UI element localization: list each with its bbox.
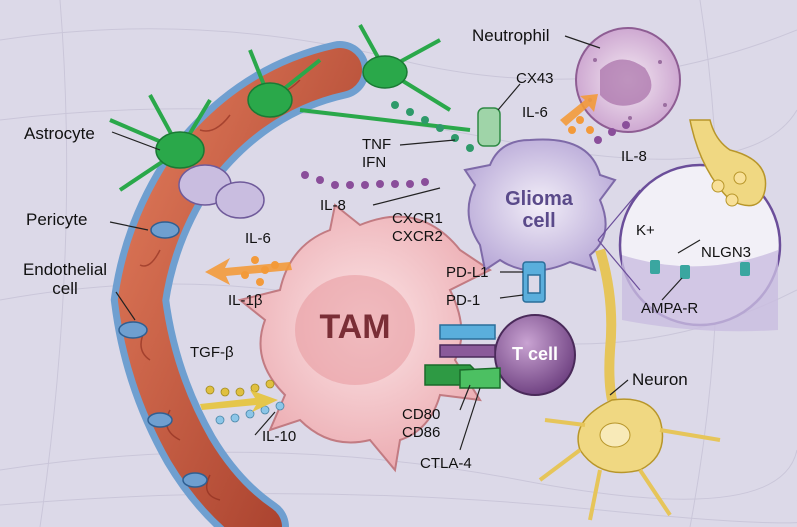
astrocyte-label: Astrocyte	[24, 124, 95, 143]
il1b-label: IL-1β	[228, 292, 263, 309]
tam-tcell-receptors	[424, 324, 501, 389]
il6-il1b-arrow	[205, 258, 292, 285]
endothelial-label-line1: Endothelial	[22, 260, 108, 279]
label-leader-lines	[109, 35, 701, 451]
pdl1-label: PD-L1	[446, 264, 489, 281]
ampa-r-label: AMPA-R	[641, 300, 699, 317]
neuron-cell	[538, 248, 721, 521]
cxcr2-label: CXCR2	[392, 228, 443, 245]
il10-label: IL-10	[262, 428, 297, 445]
cxcr1-label: CXCR1	[392, 210, 443, 227]
glioma-label-line1: Glioma	[505, 188, 573, 210]
tam-label: TAM	[319, 308, 391, 346]
cd86-label: CD86	[402, 424, 441, 441]
neutrophil-cell	[575, 27, 681, 133]
cx43-channel	[477, 107, 501, 147]
cd80-label: CD80	[402, 406, 441, 423]
tnf-label: TNF	[362, 136, 392, 153]
inset-guide-lines	[597, 189, 641, 291]
cx43-label: CX43	[516, 70, 554, 87]
tgfb-il10-arrow	[200, 390, 278, 412]
synapse-inset	[618, 119, 782, 332]
nlgn3-label: NLGN3	[701, 244, 752, 261]
il8-left-label: IL-8	[320, 197, 346, 214]
neutrophil-label: Neutrophil	[472, 26, 550, 45]
tam-cell	[237, 203, 492, 473]
il6-tam-label: IL-6	[245, 230, 271, 247]
il6-neutrophil-arrow	[560, 94, 598, 126]
endothelial-cell-label: Endothelial cell	[10, 260, 120, 298]
k-plus-label: K+	[636, 222, 655, 239]
endothelial-label-line2: cell	[52, 279, 78, 298]
glioma-label-line2: cell	[522, 210, 556, 232]
il8-neutrophil-label: IL-8	[621, 148, 647, 165]
endothelial-cells	[178, 164, 265, 219]
pd1-pdl1-receptor	[522, 261, 546, 303]
ctla4-label: CTLA-4	[420, 455, 472, 472]
glioma-cell-label: Glioma cell	[484, 188, 594, 232]
neuron-label: Neuron	[632, 370, 688, 389]
pd1-label: PD-1	[446, 292, 481, 309]
ifn-label: IFN	[362, 154, 387, 171]
blood-vessel	[110, 41, 369, 527]
il6-neutrophil-label: IL-6	[522, 104, 548, 121]
t-cell-label: T cell	[511, 344, 559, 364]
tgfb-label: TGF-β	[190, 344, 234, 361]
pericyte-label: Pericyte	[26, 210, 88, 229]
